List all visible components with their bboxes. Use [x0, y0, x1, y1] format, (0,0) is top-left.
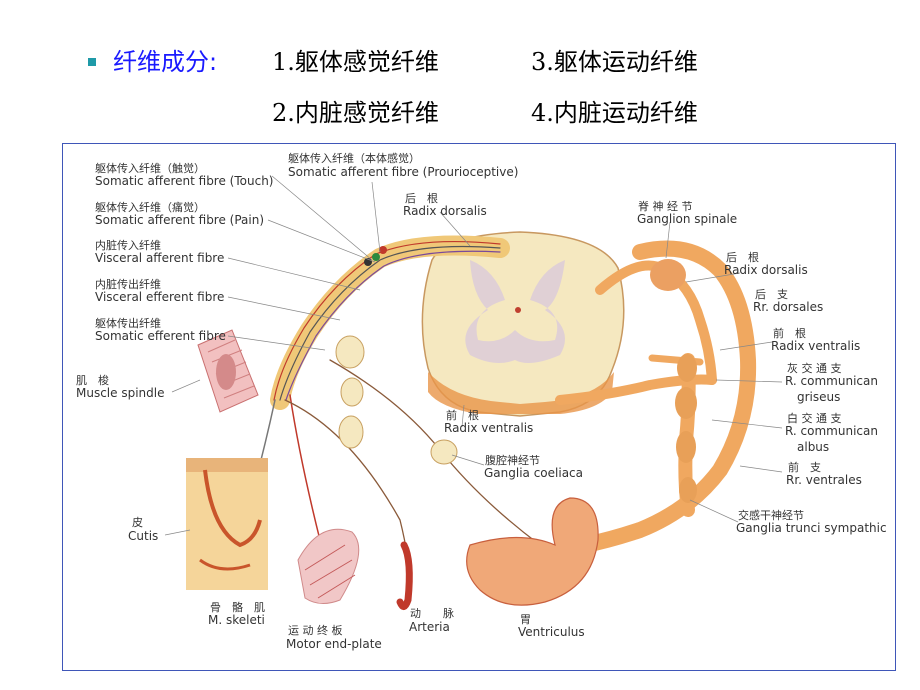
label-radix-dorsalis-top-en: Radix dorsalis	[403, 204, 487, 218]
fiber-components-label: 纤维成分:	[113, 48, 218, 76]
label-r-griseus-en1: R. communican	[785, 374, 878, 388]
label-arteria-zh: 动 脉	[410, 606, 454, 620]
label-visc-aff-en: Visceral afferent fibre	[95, 251, 224, 265]
sympathetic-chain	[675, 354, 697, 503]
label-cutis-en: Cutis	[128, 529, 158, 543]
cutis	[186, 458, 268, 590]
label-pain-en: Somatic afferent fibre (Pain)	[95, 213, 264, 227]
ganglion-spinale	[650, 259, 686, 291]
label-arteria-en: Arteria	[409, 620, 450, 634]
artery	[396, 541, 413, 610]
item-2: 2.内脏感觉纤维	[272, 99, 439, 127]
label-r-griseus-zh: 灰 交 通 支	[787, 361, 842, 375]
leader-lines	[164, 175, 783, 536]
label-som-eff-zh: 躯体传出纤维	[95, 316, 161, 330]
label-touch-zh: 躯体传入纤维（触觉）	[95, 161, 205, 175]
label-pain-zh: 躯体传入纤维（痛觉）	[95, 200, 205, 214]
item-1: 1.躯体感觉纤维	[272, 48, 439, 76]
label-r-albus-en2: albus	[797, 440, 829, 454]
label-skeleti-zh: 骨 骼 肌	[210, 600, 265, 614]
label-cutis-zh: 皮	[132, 516, 143, 529]
label-rr-ventrales-en: Rr. ventrales	[786, 473, 862, 487]
label-som-eff-en: Somatic efferent fibre	[95, 329, 226, 343]
label-r-albus-zh: 白 交 通 支	[787, 411, 842, 425]
label-ganglion-en: Ganglion spinale	[637, 212, 737, 226]
label-r-griseus-en2: griseus	[797, 390, 840, 404]
label-rr-dorsales-en: Rr. dorsales	[753, 300, 823, 314]
label-ventriculus-en: Ventriculus	[518, 625, 585, 639]
label-proprio-en: Somatic afferent fibre (Prourioceptive)	[288, 165, 518, 179]
label-muscle-spindle-en: Muscle spindle	[76, 386, 164, 400]
skeletal-muscle	[297, 528, 360, 604]
label-radix-dorsalis-right-en: Radix dorsalis	[724, 263, 808, 277]
stomach	[466, 497, 599, 606]
label-rr-ventrales-zh: 前 支	[788, 460, 821, 474]
label-motor-en: Motor end-plate	[286, 637, 382, 651]
label-motor-zh: 运 动 终 板	[288, 623, 343, 637]
label-radix-ventralis-mid-zh: 前 根	[446, 408, 479, 422]
label-skeleti-en: M. skeleti	[208, 613, 265, 627]
label-radix-ventralis-mid-en: Radix ventralis	[444, 421, 533, 435]
label-coeliaca-zh: 腹腔神经节	[485, 453, 540, 467]
label-visc-aff-zh: 内脏传入纤维	[95, 238, 161, 252]
label-radix-dorsalis-right-zh: 后 根	[726, 250, 759, 264]
spinal-cord	[421, 231, 625, 417]
muscle-spindle	[197, 329, 259, 413]
label-radix-ventralis-right-zh: 前 根	[773, 326, 806, 340]
item-3: 3.躯体运动纤维	[531, 48, 698, 76]
label-rr-dorsales-zh: 后 支	[755, 288, 788, 301]
label-touch-en: Somatic afferent fibre (Touch)	[95, 174, 273, 188]
label-coeliaca-en: Ganglia coeliaca	[484, 466, 583, 480]
item-4: 4.内脏运动纤维	[531, 99, 698, 127]
label-visc-eff-zh: 内脏传出纤维	[95, 277, 161, 291]
label-ventriculus-zh: 胃	[520, 613, 531, 626]
label-sympathic-zh: 交感干神经节	[738, 508, 804, 522]
label-sympathic-en: Ganglia trunci sympathic	[736, 521, 887, 535]
label-ganglion-zh: 脊 神 经 节	[638, 199, 693, 213]
label-radix-dorsalis-top-zh: 后 根	[405, 191, 438, 205]
vertebral-ganglia	[335, 335, 458, 465]
label-r-albus-en1: R. communican	[785, 424, 878, 438]
bullet-icon	[88, 58, 96, 66]
label-visc-eff-en: Visceral efferent fibre	[95, 290, 224, 304]
label-proprio-zh: 躯体传入纤维（本体感觉）	[288, 151, 420, 165]
label-muscle-spindle-zh: 肌 梭	[76, 373, 109, 387]
label-radix-ventralis-right-en: Radix ventralis	[771, 339, 860, 353]
